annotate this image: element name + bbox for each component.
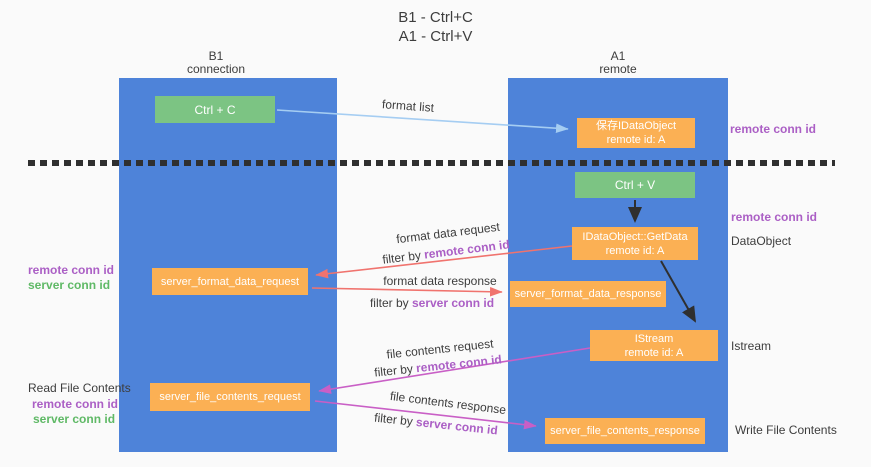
column-header-a1: A1 remote: [508, 50, 728, 76]
annotation-remote-conn-id-left1: remote conn id: [28, 263, 115, 277]
format-request-label: server_format_data_request: [160, 275, 300, 288]
filter-by-text-4: filter by: [373, 410, 417, 429]
node-server-format-data-response: server_format_data_response: [510, 281, 666, 307]
annotation-remote-conn-id-top: remote conn id: [730, 122, 817, 136]
column-header-b1: B1 connection: [106, 50, 326, 76]
diagram-title: B1 - Ctrl+C A1 - Ctrl+V: [0, 8, 871, 46]
node-ctrl-v: Ctrl + V: [575, 172, 695, 198]
node-idataobject-getdata: IDataObject::GetData remote id: A: [572, 227, 698, 260]
annotation-istream: Istream: [731, 339, 772, 353]
node-istream: IStream remote id: A: [590, 330, 718, 361]
server-conn-id-text-2: server conn id: [415, 414, 499, 438]
label-format-list: format list: [381, 97, 435, 115]
file-response-label: server_file_contents_response: [550, 425, 700, 437]
title-line-2: A1 - Ctrl+V: [398, 28, 473, 45]
label-format-data-response: format data response: [383, 274, 497, 288]
node-server-file-contents-response: server_file_contents_response: [545, 418, 705, 444]
node-save-idataobject: 保存IDataObject remote id: A: [577, 118, 695, 148]
filter-by-text-3: filter by: [373, 361, 417, 380]
getdata-line1: IDataObject::GetData: [582, 230, 688, 243]
label-filter-server-2: filter by server conn id: [374, 411, 499, 438]
title-line-1: B1 - Ctrl+C: [398, 9, 473, 26]
annotation-remote-conn-id-mid: remote conn id: [731, 210, 818, 224]
istream-line1: IStream: [634, 332, 674, 345]
node-ctrl-c: Ctrl + C: [155, 96, 275, 123]
column-b1-role: connection: [186, 62, 246, 76]
column-b1-name: B1: [208, 49, 224, 63]
node-server-file-contents-request: server_file_contents_request: [150, 383, 310, 411]
label-file-contents-response: file contents response: [389, 388, 507, 418]
server-conn-id-text-1: server conn id: [411, 296, 495, 310]
column-a1-name: A1: [610, 49, 626, 63]
getdata-line2: remote id: A: [605, 244, 665, 257]
format-data-response-arrow: [311, 286, 503, 297]
save-idataobject-line1: 保存IDataObject: [595, 120, 677, 132]
annotation-remote-conn-id-left2: remote conn id: [32, 397, 119, 411]
filter-by-text-2: filter by: [369, 296, 412, 310]
column-a1-role: remote: [599, 62, 637, 76]
annotation-read-file-contents: Read File Contents: [28, 381, 131, 395]
file-request-label: server_file_contents_request: [159, 391, 301, 403]
label-filter-server-1: filter by server conn id: [370, 296, 494, 310]
ctrl-v-label: Ctrl + V: [614, 178, 656, 192]
annotation-server-conn-id-left1: server conn id: [28, 278, 111, 292]
istream-line2: remote id: A: [624, 346, 684, 359]
node-server-format-data-request: server_format_data_request: [152, 268, 308, 295]
format-response-label: server_format_data_response: [514, 288, 662, 300]
annotation-dataobject: DataObject: [731, 234, 792, 248]
ctrl-c-label: Ctrl + C: [194, 102, 236, 117]
filter-by-text-1: filter by: [381, 247, 426, 267]
save-idataobject-line2: remote id: A: [606, 134, 666, 146]
annotation-write-file-contents: Write File Contents: [735, 423, 837, 437]
annotation-server-conn-id-left2: server conn id: [33, 412, 116, 426]
